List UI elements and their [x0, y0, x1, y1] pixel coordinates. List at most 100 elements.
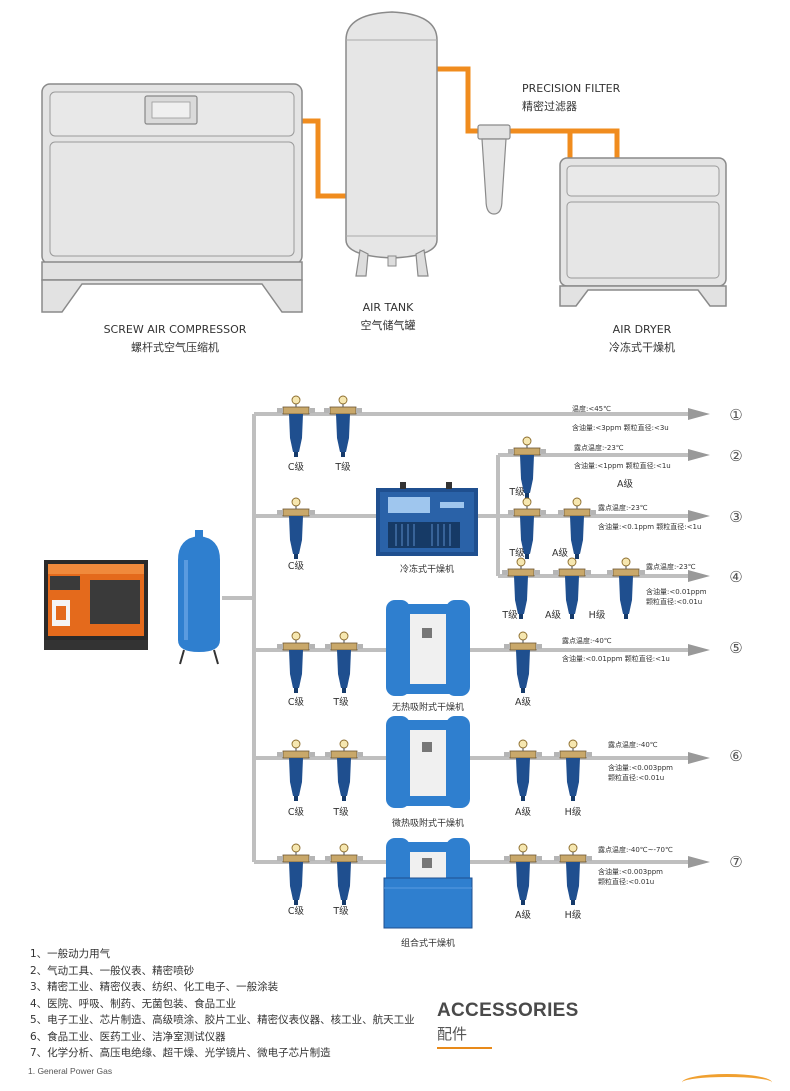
air-dryer-illustration [559, 157, 727, 307]
usage-list: 1、一般动力用气 2、气动工具、一般仪表、精密喷砂 3、精密工业、精密仪表、纺织… [30, 946, 450, 1062]
grade-label: A级 [515, 696, 531, 708]
combined-dryer-illustration [383, 838, 473, 929]
accessories-underline [437, 1047, 492, 1049]
filter-line1-t [323, 395, 363, 458]
accessories-title: ACCESSORIES [437, 1000, 579, 1021]
filter-line6-a [503, 739, 543, 802]
spec-text: 颗粒直径:<0.01u [646, 597, 702, 606]
spec-text: 温度:<45℃ [572, 404, 611, 413]
grade-label: T级 [501, 609, 518, 621]
grade-label: A级 [515, 909, 531, 921]
usage-item: 5、电子工业、芯片制造、高级喷涂、胶片工业、精密仪表仪器、核工业、航天工业 [30, 1014, 415, 1026]
spec-text: 露点温度:-40℃ [562, 636, 612, 645]
grade-label: C级 [288, 560, 305, 572]
micro-heat-dryer-illustration [386, 716, 470, 808]
line-number: ② [729, 447, 742, 465]
filter-line7-a [503, 843, 543, 906]
spec-text: 露点温度:-23℃ [646, 562, 696, 571]
filter-line4-h [606, 557, 646, 620]
air-tank-illustration [345, 11, 438, 277]
spec-text: 露点温度:-40℃~-70℃ [598, 845, 673, 854]
footnote: 1. General Power Gas [28, 1066, 113, 1076]
spec-text: 露点温度:-40℃ [608, 740, 658, 749]
spec-text: 含油量:<0.003ppm [608, 763, 673, 772]
filter-label-en: PRECISION FILTER [522, 82, 621, 95]
spec-text: 露点温度:-23℃ [574, 443, 624, 452]
grade-label: T级 [332, 905, 349, 917]
grade-label: T级 [332, 696, 349, 708]
spec-text: 含油量:<0.1ppm 颗粒直径:<1u [598, 522, 701, 531]
filter-line3-c [276, 497, 316, 560]
accessories-heading: ACCESSORIES 配件 [437, 1000, 579, 1049]
dryer-label-cn: 冷冻式干燥机 [609, 340, 675, 354]
filter-grade-labels: C级 T级 T级 A级 C级 T级 A级 T级 A级 H级 C级 T级 A级 C… [288, 461, 634, 921]
grade-label: T级 [332, 806, 349, 818]
grade-label: A级 [545, 609, 561, 621]
filter-line7-c [276, 843, 316, 906]
filter-line7-h [553, 843, 593, 906]
spec-text: 含油量:<0.01ppm [646, 587, 707, 596]
grade-label: T级 [334, 461, 351, 473]
dryer-label-en: AIR DRYER [613, 323, 672, 336]
flow-arrows [688, 408, 710, 868]
line-number: ⑥ [729, 747, 742, 765]
spec-text: 含油量:<0.003ppm [598, 867, 663, 876]
filter-line6-t [324, 739, 364, 802]
micro-heat-dryer-label: 微热吸附式干燥机 [392, 817, 464, 829]
spec-text: 颗粒直径:<0.01u [598, 877, 654, 886]
line-number: ⑦ [729, 853, 742, 871]
filter-line5-t [324, 631, 364, 694]
tank-label-cn: 空气储气罐 [361, 318, 416, 332]
tank-label-en: AIR TANK [363, 301, 415, 314]
compressor-unit-illustration [44, 560, 148, 650]
pipe-tank-filter [437, 66, 480, 134]
refrigerated-dryer-label: 冷冻式干燥机 [400, 563, 454, 575]
filter-label-cn: 精密过滤器 [522, 99, 577, 113]
grade-label: A级 [617, 478, 633, 490]
pipe-compressor-tank [300, 118, 346, 199]
spec-text: 颗粒直径:<0.01u [608, 773, 664, 782]
usage-item: 1、一般动力用气 [30, 948, 111, 960]
compressor-label-en: SCREW AIR COMPRESSOR [104, 323, 247, 336]
filter-line1-c [276, 395, 316, 458]
grade-label: T级 [508, 547, 525, 559]
filter-line5-a [503, 631, 543, 694]
grade-label: H级 [565, 806, 582, 818]
filter-line6-h [553, 739, 593, 802]
grade-label: C级 [288, 806, 305, 818]
usage-item: 2、气动工具、一般仪表、精密喷砂 [30, 964, 195, 977]
usage-item: 4、医院、呼吸、制药、无菌包装、食品工业 [30, 997, 237, 1010]
precision-filter-illustration [477, 124, 511, 215]
accessories-subtitle: 配件 [437, 1025, 468, 1043]
screw-compressor-illustration [41, 83, 303, 313]
line-number: ③ [729, 508, 742, 526]
line-number: ① [729, 406, 742, 424]
line-number: ⑤ [729, 639, 742, 657]
heatless-dryer-illustration [386, 600, 470, 696]
usage-item: 3、精密工业、精密仪表、纺织、化工电子、一般涂装 [30, 981, 279, 993]
spec-text: 露点温度:-23℃ [598, 503, 648, 512]
flow-air-tank-illustration [178, 530, 220, 665]
spec-text: 含油量:<1ppm 颗粒直径:<1u [574, 461, 671, 470]
grade-label: H级 [565, 909, 582, 921]
decorative-arc [682, 1074, 772, 1091]
top-system: SCREW AIR COMPRESSOR 螺杆式空气压缩机 AIR TANK 空… [41, 11, 727, 354]
heatless-dryer-label: 无热吸附式干燥机 [392, 701, 464, 713]
filter-line5-c [276, 631, 316, 694]
spec-text: 含油量:<0.01ppm 颗粒直径:<1u [562, 654, 670, 663]
filter-line7-t [324, 843, 364, 906]
refrigerated-dryer-illustration [376, 482, 478, 556]
grade-label: H级 [589, 609, 606, 621]
flow-diagram: 冷冻式干燥机 无热吸附式干燥机 微热吸附式干燥机 [44, 395, 743, 949]
spec-labels: 温度:<45℃ 含油量:<3ppm 颗粒直径:<3u 露点温度:-23℃ 含油量… [562, 404, 707, 886]
compressor-label-cn: 螺杆式空气压缩机 [131, 340, 219, 354]
usage-item: 6、食品工业、医药工业、洁净室测试仪器 [30, 1030, 226, 1043]
grade-label: T级 [508, 486, 525, 498]
spec-text: 含油量:<3ppm 颗粒直径:<3u [572, 423, 669, 432]
usage-item: 7、化学分析、高压电绝缘、超干燥、光学镜片、微电子芯片制造 [30, 1047, 331, 1059]
grade-label: A级 [552, 547, 568, 559]
grade-label: C级 [288, 905, 305, 917]
combined-dryer-label: 组合式干燥机 [401, 937, 455, 949]
line-numbers: ① ② ③ ④ ⑤ ⑥ ⑦ [729, 406, 742, 871]
